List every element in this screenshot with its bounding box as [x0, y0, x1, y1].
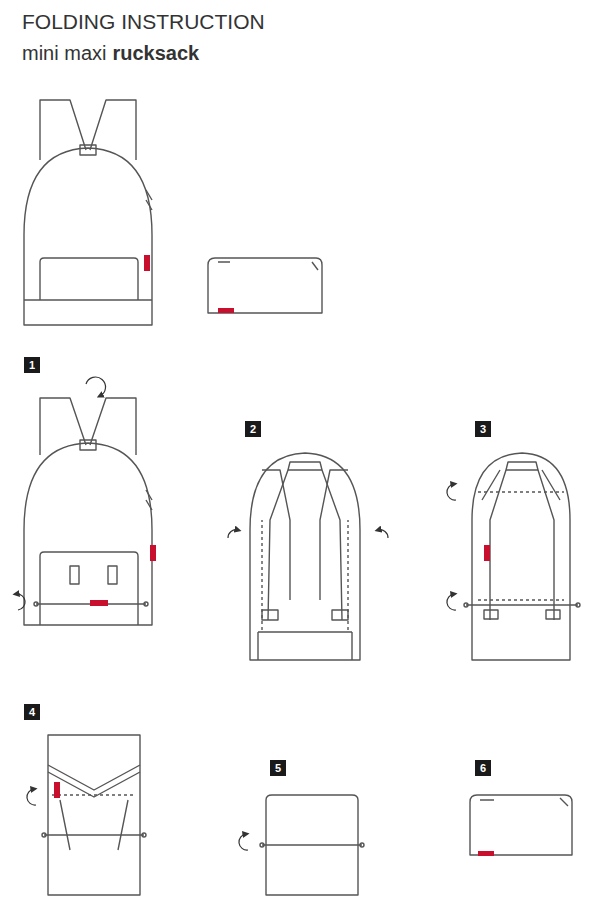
subtitle-text: rucksack: [112, 42, 199, 65]
step-number-box: 3: [475, 421, 491, 437]
step-number-box: 6: [475, 760, 491, 776]
step-number: 2: [245, 421, 261, 437]
step-number: 5: [270, 760, 286, 776]
step-number: 1: [24, 357, 40, 373]
step-number-box: 5: [270, 760, 286, 776]
step-number-box: 2: [245, 421, 261, 437]
step-number: 6: [475, 760, 491, 776]
step-number: 4: [24, 704, 40, 720]
step-number-box: 1: [24, 357, 40, 373]
step-number: 3: [475, 421, 491, 437]
title: FOLDING INSTRUCTION: [22, 10, 265, 34]
step-number-box: 4: [24, 704, 40, 720]
subtitle-text: mini maxi: [22, 42, 106, 65]
